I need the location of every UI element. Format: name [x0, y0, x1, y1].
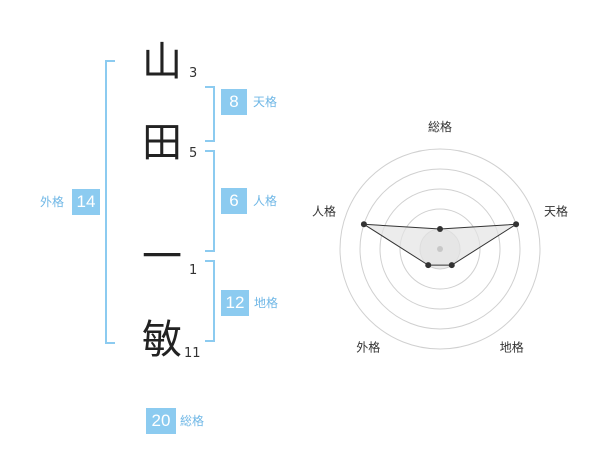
radar-axis-label-5: 人格: [312, 203, 336, 218]
chikaku-value: 12: [221, 290, 249, 316]
name-char-4: 敏: [142, 317, 182, 363]
radar-axis-label-2: 天格: [544, 203, 568, 218]
chikaku-bracket: [205, 260, 215, 342]
soukaku-value: 20: [146, 408, 176, 434]
radar-ring-3: [379, 188, 501, 310]
radar-area: [363, 223, 517, 266]
soukaku-label: 総格: [180, 414, 205, 428]
radar-center: [437, 246, 443, 252]
radar-axis-label-1: 総格: [428, 119, 452, 134]
radar-axis-label-3: 地格: [500, 340, 524, 355]
jinkaku-bracket: [205, 150, 215, 252]
radar-axis-label-4: 外格: [356, 340, 380, 355]
radar-ring-5: [339, 148, 541, 350]
name-char-2: 田: [142, 120, 182, 166]
stroke-count-2: 5: [189, 146, 198, 161]
jinkaku-value: 6: [221, 188, 247, 214]
tenkaku-bracket: [205, 86, 215, 142]
gaikaku-bracket: [105, 60, 115, 344]
tenkaku-value: 8: [221, 89, 247, 115]
stroke-count-4: 11: [184, 346, 201, 361]
name-char-1: 山: [142, 39, 182, 85]
stroke-count-1: 3: [189, 66, 198, 81]
radar-point-3: [448, 262, 455, 269]
gaikaku-label: 外格: [40, 195, 65, 209]
gaikaku-value: 14: [72, 189, 100, 215]
radar-ring-2: [399, 208, 481, 290]
name-char-3: 一: [142, 234, 182, 280]
chikaku-label: 地格: [254, 296, 279, 310]
radar-point-5: [360, 221, 367, 228]
stroke-count-3: 1: [189, 263, 198, 278]
tenkaku-label: 天格: [253, 95, 278, 109]
radar-point-1: [437, 226, 443, 232]
radar-point-4: [425, 262, 432, 269]
jinkaku-label: 人格: [253, 194, 278, 208]
radar-point-2: [513, 221, 520, 228]
radar-ring-4: [359, 168, 521, 330]
